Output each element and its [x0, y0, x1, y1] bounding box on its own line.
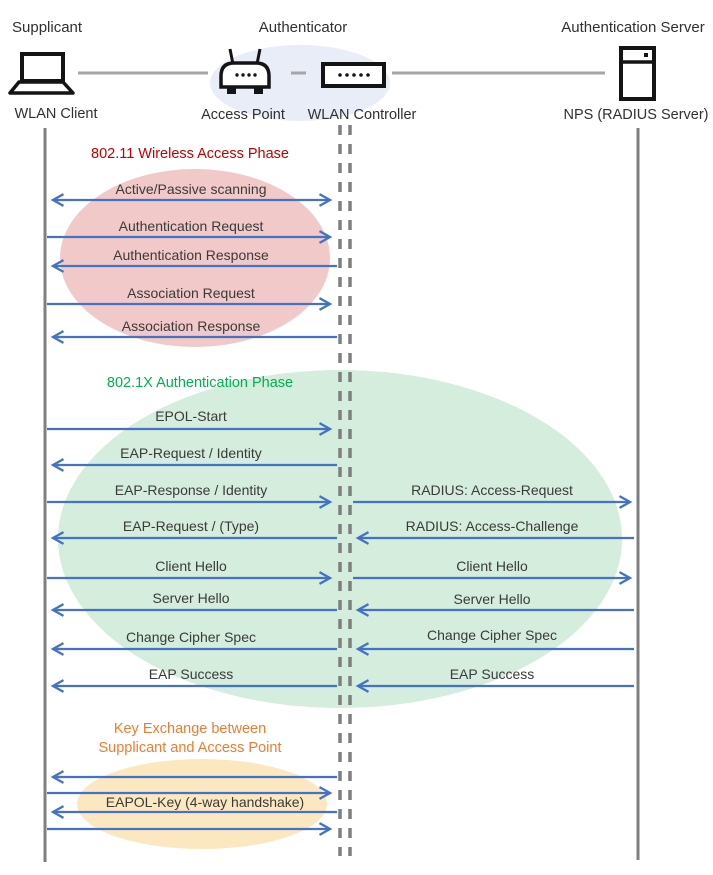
- message-label-association-request: Association Request: [127, 285, 255, 301]
- message-label-radius-access-request: RADIUS: Access-Request: [411, 482, 573, 498]
- phase1-title: 802.11 Wireless Access Phase: [91, 146, 289, 162]
- access-point-icon: [219, 48, 271, 94]
- message-label-change-cipher-spec-left: Change Cipher Spec: [126, 629, 256, 645]
- message-label-authentication-request: Authentication Request: [118, 218, 264, 234]
- message-label-epol-start: EPOL-Start: [155, 408, 227, 424]
- device-label-access-point: Access Point: [201, 107, 285, 123]
- message-label-active-passive-scanning: Active/Passive scanning: [115, 181, 267, 197]
- message-label-eap-success-left: EAP Success: [148, 666, 234, 682]
- phase1-ellipse: [60, 169, 330, 347]
- message-label-association-response: Association Response: [121, 318, 261, 334]
- laptop-icon: [8, 52, 75, 95]
- phase2-ellipse: [58, 370, 622, 708]
- wlan-controller-icon: [321, 62, 386, 88]
- message-label-client-hello-left: Client Hello: [155, 558, 227, 574]
- device-label-wlan-controller: WLAN Controller: [307, 107, 417, 123]
- phase3-title-line2: Supplicant and Access Point: [98, 740, 282, 756]
- phase3-title-line1: Key Exchange between: [113, 721, 267, 737]
- message-label-client-hello-right: Client Hello: [456, 558, 528, 574]
- role-authentication-server: Authentication Server: [561, 19, 705, 36]
- message-label-server-hello-right: Server Hello: [453, 591, 531, 607]
- message-label-eap-request-type: EAP-Request / (Type): [122, 518, 260, 534]
- role-supplicant: Supplicant: [12, 19, 83, 36]
- device-label-wlan-client: WLAN Client: [14, 106, 98, 122]
- role-authenticator: Authenticator: [258, 19, 348, 36]
- message-label-authentication-response: Authentication Response: [113, 247, 269, 263]
- message-label-eap-response-identity: EAP-Response / Identity: [114, 482, 268, 498]
- device-label-nps-server: NPS (RADIUS Server): [563, 107, 709, 123]
- message-label-eap-success-right: EAP Success: [449, 666, 535, 682]
- message-label-radius-access-challenge: RADIUS: Access-Challenge: [405, 518, 579, 534]
- server-icon: [619, 46, 656, 101]
- phase2-title: 802.1X Authentication Phase: [106, 375, 294, 391]
- message-label-eapol-key-handshake: EAPOL-Key (4-way handshake): [105, 794, 305, 810]
- message-label-server-hello-left: Server Hello: [152, 590, 230, 606]
- message-label-change-cipher-spec-right: Change Cipher Spec: [427, 627, 557, 643]
- message-label-eap-request-identity: EAP-Request / Identity: [120, 445, 262, 461]
- phase3-ellipse: [77, 759, 327, 849]
- message-arrows: [47, 200, 634, 829]
